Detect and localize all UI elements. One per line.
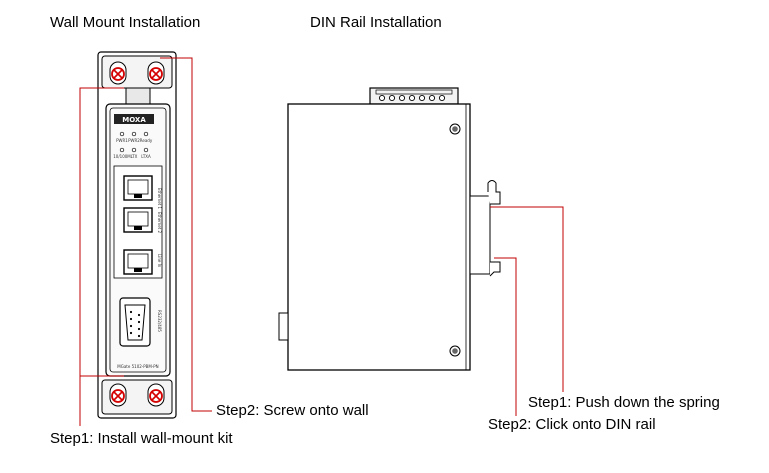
- din-rail-device: [278, 87, 501, 371]
- step1-leader-line: [79, 87, 124, 426]
- rj45-port-icon: [123, 207, 153, 233]
- wall-step2-label: Step2: Screw onto wall: [216, 402, 369, 419]
- model-label: MGate 5102-PBM-PN: [117, 364, 158, 369]
- din-step1-leader-line: [490, 206, 564, 392]
- port-label: Ethernet 1: [157, 188, 162, 210]
- screw-icon: [449, 345, 461, 357]
- wall-step1-label: Step1: Install wall-mount kit: [50, 430, 233, 447]
- led-label: 10/100M: [113, 154, 131, 159]
- screw-icon: [149, 67, 163, 81]
- brand-text: MOXA: [122, 116, 146, 124]
- port-label: RS232/485: [157, 310, 162, 332]
- side-tab: [278, 312, 289, 341]
- din-step2-label: Step2: Click onto DIN rail: [488, 416, 656, 433]
- wall-mount-heading: Wall Mount Installation: [50, 14, 201, 31]
- brand-badge: [114, 114, 154, 124]
- wall-leader-lines: [79, 57, 212, 426]
- port-label: Line In: [157, 254, 162, 268]
- step2-leader-line: [160, 57, 212, 412]
- rj45-port-icon: [123, 249, 153, 275]
- din-leader-lines: [490, 206, 564, 416]
- din-step1-label: Step1: Push down the spring: [528, 394, 720, 411]
- din-rail-heading: DIN Rail Installation: [310, 14, 442, 31]
- din-step2-leader-line: [494, 257, 517, 416]
- screw-icon: [111, 67, 125, 81]
- screw-icon: [149, 389, 163, 403]
- led-label: PWR2: [128, 138, 140, 143]
- db9-port-icon: [119, 297, 151, 347]
- top-connector: [125, 87, 151, 107]
- led-label: Ready: [140, 138, 153, 143]
- din-device-body: [287, 103, 471, 371]
- led-label: LTXA: [141, 154, 151, 159]
- led-label: LTX: [131, 154, 138, 159]
- screw-icon: [111, 389, 125, 403]
- screw-icon: [449, 123, 461, 135]
- wall-mount-device: MOXA PWR1 PWR2 Ready 10/100M LTX LTXA: [97, 51, 177, 419]
- port-label: Ethernet 2: [157, 212, 162, 234]
- rj45-port-icon: [123, 175, 153, 201]
- din-spring-clip-icon: [469, 180, 501, 277]
- led-label: PWR1: [116, 138, 128, 143]
